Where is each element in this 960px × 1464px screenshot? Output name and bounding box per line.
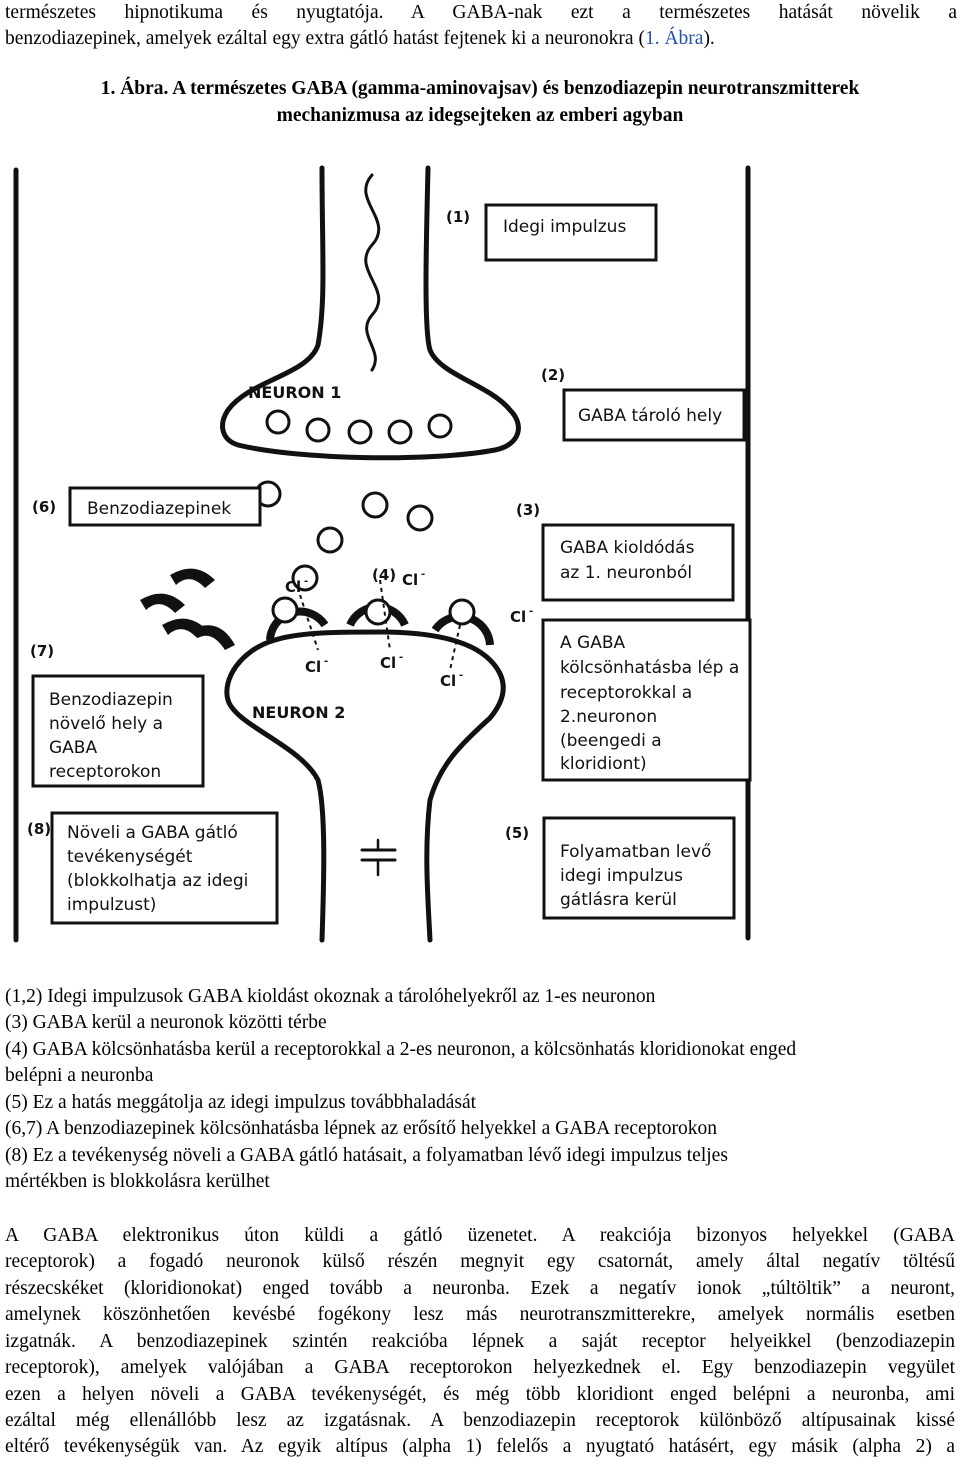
figure-link[interactable]: 1. Ábra <box>644 28 704 49</box>
cl-charge-2: - <box>421 569 425 580</box>
cl-label-4: Cl <box>305 658 321 676</box>
step-number-8: (8) <box>27 820 51 838</box>
step-number-3: (3) <box>516 501 540 519</box>
box-benzo-site-line-4: receptorokon <box>49 762 161 782</box>
cl-charge-1: - <box>304 576 308 587</box>
benzo-molecule-1 <box>170 568 215 588</box>
box-benzo-site <box>31 674 205 788</box>
cl-label-3: Cl <box>510 608 526 626</box>
released-gaba-4 <box>406 504 434 532</box>
ion-path-1 <box>299 594 319 651</box>
intro-line-1: természetes hipnotikuma és nyugtatója. A… <box>5 2 957 23</box>
box-nerve-impulse-text: Idegi impulzus <box>503 217 626 237</box>
legend-line-1: (1,2) Idegi impulzusok GABA kioldást oko… <box>5 986 656 1007</box>
neuron-2-outline-left <box>225 697 327 943</box>
legend-line-2: (3) GABA kerül a neuronok közötti térbe <box>5 1012 327 1033</box>
box-gaba-release-line-2: az 1. neuronból <box>560 563 692 583</box>
box-gaba-release-line-1: GABA kioldódás <box>560 538 695 558</box>
cl-label-5: Cl <box>380 654 396 672</box>
vesicle-5 <box>427 413 453 439</box>
cl-label-6: Cl <box>440 672 456 690</box>
legend-line-6: (6,7) A benzodiazepinek kölcsönhatásba l… <box>5 1118 718 1139</box>
box-increase-line-1: Növeli a GABA gátló <box>67 823 238 843</box>
intro-line-2-text: benzodiazepinek, amelyek ezáltal egy ext… <box>5 28 645 49</box>
box-benzo-site-line-3: GABA <box>49 738 97 758</box>
body-line-9: eltérő tevékenységük van. Az egyik altíp… <box>5 1436 955 1457</box>
cl-charge-5: - <box>399 652 403 663</box>
step-number-7: (7) <box>30 642 54 660</box>
body-line-1: A GABA elektronikus úton küldi a gátló ü… <box>5 1225 955 1246</box>
impulse-squiggle <box>364 173 381 372</box>
legend-line-8: mértékben is blokkolásra kerülhet <box>5 1171 270 1192</box>
body-line-5: izgatnák. A benzodiazepinek szintén reak… <box>5 1331 955 1352</box>
box-benzo-site-line-2: növelő hely a <box>49 714 163 734</box>
bound-gaba-3 <box>448 598 476 626</box>
box-increase-inhibition <box>50 811 279 925</box>
intro-line-2: benzodiazepinek, amelyek ezáltal egy ext… <box>5 26 715 52</box>
cl-label-1: Cl <box>285 578 301 596</box>
ion-path-2 <box>379 579 391 651</box>
released-gaba-3 <box>361 491 389 519</box>
neuron-2-outline-right <box>224 629 506 943</box>
box-inhibited-line-1: Folyamatban levő <box>560 842 711 862</box>
body-line-7: ezen a helyen növeli a GABA tevékenységé… <box>5 1384 955 1405</box>
step-number-5: (5) <box>505 824 529 842</box>
box-interaction-line-3: receptorokkal a <box>560 683 692 703</box>
body-line-4: amelynek köszönhetően kevésbé fogékony l… <box>5 1304 955 1325</box>
synapse-diagram: Cl- Cl- Cl- Cl- Cl- Cl- NEURON 1 NEURON … <box>13 165 752 943</box>
cl-charge-6: - <box>459 670 463 681</box>
box-increase-line-2: tevékenységét <box>67 847 193 867</box>
legend-line-7: (8) Ez a tevékenység növeli a GABA gátló… <box>5 1145 728 1166</box>
ion-path-3 <box>449 624 461 671</box>
box-impulse-inhibited <box>542 816 736 920</box>
bound-gaba-1 <box>271 596 299 624</box>
cl-charge-4: - <box>324 656 328 667</box>
box-nerve-impulse <box>484 203 658 262</box>
step-number-1: (1) <box>446 208 470 226</box>
vesicle-4 <box>387 419 413 445</box>
neuron-1-label: NEURON 1 <box>248 383 341 402</box>
box-gaba-storage <box>562 388 746 442</box>
cl-charge-3: - <box>529 606 533 617</box>
legend-line-4: belépni a neuronba <box>5 1065 154 1086</box>
box-increase-line-3: (blokkolhatja az idegi <box>67 871 248 891</box>
box-interaction-line-2: kölcsönhatásba lép a <box>560 658 739 678</box>
benzo-molecule-4 <box>195 625 235 650</box>
vesicle-2 <box>305 417 331 443</box>
neuron-1-outline <box>220 165 521 461</box>
vesicle-1 <box>265 409 291 435</box>
released-gaba-2 <box>316 526 344 554</box>
box-benzo-site-line-1: Benzodiazepin <box>49 690 173 710</box>
legend-line-3: (4) GABA kölcsönhatásba kerül a receptor… <box>5 1039 797 1060</box>
box-gaba-storage-text: GABA tároló hely <box>578 406 722 426</box>
step-number-6: (6) <box>32 498 56 516</box>
box-gaba-release <box>541 523 735 602</box>
box-inhibited-line-3: gátlásra kerül <box>560 890 677 910</box>
released-gaba-5 <box>291 564 319 592</box>
box-benzodiazepines <box>68 486 262 527</box>
body-line-3: részecskéket (kloridionokat) enged továb… <box>5 1278 955 1299</box>
benzo-molecule-3 <box>162 618 207 638</box>
step-number-4: (4) <box>372 566 396 584</box>
box-inhibited-line-2: idegi impulzus <box>560 866 683 886</box>
figure-caption-line-2: mechanizmusa az idegsejteken az emberi a… <box>276 105 684 126</box>
box-interaction-line-4: 2.neuronon <box>560 707 657 727</box>
box-interaction-line-1: A GABA <box>560 633 625 653</box>
vesicle-3 <box>347 419 373 445</box>
box-interaction-line-5: (beengedi a <box>560 731 662 751</box>
box-benzodiazepines-text: Benzodiazepinek <box>87 499 231 519</box>
body-line-2: receptorok) a fogadó neuronok külső rész… <box>5 1251 955 1272</box>
cl-label-2: Cl <box>402 571 418 589</box>
intro-line-2-end: ). <box>703 28 715 49</box>
body-line-8: ezáltal még ellenállóbb lesz az izgatásn… <box>5 1410 955 1431</box>
box-gaba-interaction <box>541 618 752 782</box>
legend-line-5: (5) Ez a hatás meggátolja az idegi impul… <box>5 1092 477 1113</box>
box-interaction-line-6: kloridiont) <box>560 754 647 774</box>
box-increase-line-4: impulzust) <box>67 895 156 915</box>
body-line-6: receptorok), amelyek valójában a GABA re… <box>5 1357 955 1378</box>
benzo-molecule-2 <box>140 593 185 613</box>
figure-caption-line-1: 1. Ábra. A természetes GABA (gamma-amino… <box>100 78 860 99</box>
neuron-2-label: NEURON 2 <box>252 703 345 722</box>
step-number-2: (2) <box>541 366 565 384</box>
